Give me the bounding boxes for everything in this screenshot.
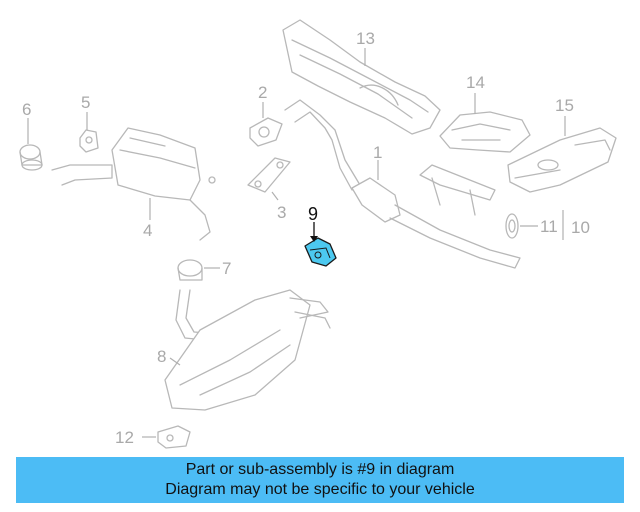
lead-9-arrowhead (310, 236, 318, 242)
part-3-hanger (247, 157, 291, 193)
lead-8 (169, 357, 181, 366)
part-1-front-pipe (284, 99, 521, 269)
part-14-heat-shield (439, 111, 531, 153)
lead-3 (271, 191, 279, 201)
callout-6: 6 (22, 100, 31, 119)
callout-5: 5 (81, 93, 90, 112)
part-2-gasket (249, 117, 283, 147)
part-13-heat-shield (282, 19, 441, 135)
callout-12: 12 (115, 428, 134, 447)
callout-7: 7 (222, 259, 231, 278)
banner-line-disclaimer: Diagram may not be specific to your vehi… (165, 481, 475, 498)
callout-1: 1 (373, 143, 382, 162)
part-6-clamp (19, 144, 43, 171)
part-9-highlighted[interactable] (304, 237, 337, 267)
part-4-muffler (51, 127, 216, 241)
part-11-mount (505, 213, 519, 239)
part-10-bracket (419, 164, 496, 216)
callout-15: 15 (555, 96, 574, 115)
callout-2: 2 (258, 83, 267, 102)
callout-14: 14 (466, 73, 485, 92)
callout-4: 4 (143, 221, 152, 240)
callout-8: 8 (157, 347, 166, 366)
callout-9: 9 (308, 204, 318, 224)
part-12-clamp (157, 425, 191, 449)
part-8-rear-muffler (164, 289, 331, 411)
banner-line-part: Part or sub-assembly is #9 in diagram (185, 461, 455, 478)
part-7-clamp (177, 259, 203, 281)
info-banner: Part or sub-assembly is #9 in diagram Di… (16, 457, 624, 503)
callout-10: 10 (571, 218, 590, 237)
part-5-mount (79, 129, 99, 153)
callout-3: 3 (277, 203, 286, 222)
part-15-heat-shield (507, 127, 617, 193)
callout-11: 11 (540, 217, 558, 236)
callout-13: 13 (356, 29, 375, 48)
